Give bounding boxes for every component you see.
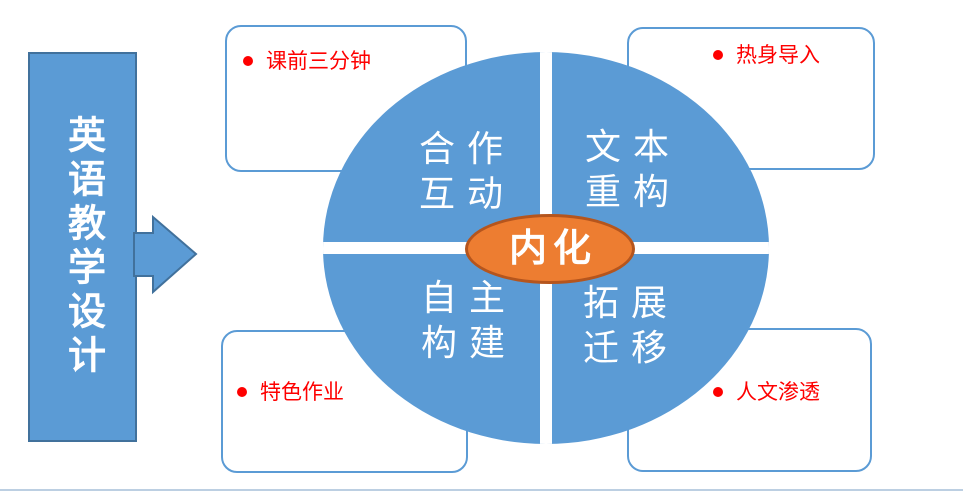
quadrant-line: 重构 [584, 172, 682, 212]
quadrant-label-bottom-left: 自主 构建 [409, 276, 517, 366]
callout-item: 特色作业 [237, 380, 466, 404]
quadrant-label-bottom-right: 拓展 迁移 [571, 281, 679, 371]
bullet-icon [243, 56, 253, 66]
callout-label-top-left: 课前三分钟 [266, 49, 371, 73]
banner-title: 英语教学设计 [61, 115, 104, 379]
quadrant-line: 合作 [418, 129, 516, 169]
callout-item: 热身导入 [713, 43, 873, 67]
bottom-divider-line [0, 489, 963, 491]
callout-label-top-right: 热身导入 [736, 43, 820, 67]
quadrant-label-top-left: 合作 互动 [407, 127, 515, 217]
bullet-icon [237, 387, 247, 397]
quadrant-line: 自主 [420, 278, 518, 318]
quadrant-line: 迁移 [582, 328, 680, 368]
callout-item: 课前三分钟 [243, 49, 465, 73]
center-label: 内化 [508, 228, 597, 270]
quadrant-line: 互动 [418, 174, 516, 214]
quadrant-line: 拓展 [582, 283, 680, 323]
callout-label-bottom-right: 人文渗透 [736, 380, 820, 404]
quadrant-line: 文本 [584, 127, 682, 167]
quadrant-label-top-right: 文本 重构 [573, 125, 681, 215]
bullet-icon [713, 387, 723, 397]
bullet-icon [713, 50, 723, 60]
title-banner: 英语教学设计 [28, 52, 137, 442]
quadrant-line: 构建 [420, 323, 518, 363]
callout-item: 人文渗透 [713, 380, 870, 404]
quadrant-circle: 合作 互动 文本 重构 自主 构建 拓展 迁移 内化 [323, 52, 769, 444]
callout-label-bottom-left: 特色作业 [260, 380, 344, 404]
right-arrow-icon [133, 214, 198, 295]
center-ellipse: 内化 [465, 214, 635, 284]
